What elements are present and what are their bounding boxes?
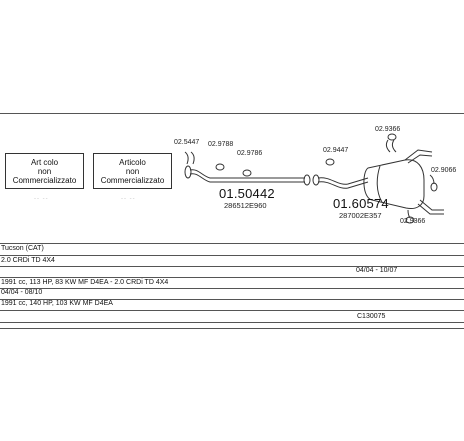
- engine-line-1: 2.0 CRDi TD 4X4: [1, 257, 55, 264]
- diagram-bottom-rule: [0, 243, 464, 244]
- part-code-1: 02.5447: [174, 139, 200, 146]
- box-line: Art colo: [30, 157, 59, 167]
- middle-pipe-inner: [189, 173, 305, 183]
- faint-mark-2: -- --: [121, 196, 136, 202]
- row-rule-3: [0, 277, 464, 278]
- row-rule-4: [0, 288, 464, 289]
- part-code-7: 02.9366: [400, 218, 426, 225]
- row-rule-6: [0, 310, 464, 311]
- rubber-c7: [405, 216, 415, 224]
- oe-number-2: 287002E357: [339, 211, 382, 220]
- box-line: Commercializzato: [12, 175, 77, 185]
- part-code-2: 02.9788: [208, 141, 234, 148]
- rubber-c5: [387, 133, 397, 141]
- rubber-c6: [430, 182, 438, 192]
- spec-line-2: 1991 cc, 140 HP, 103 KW MF D4EA: [1, 300, 113, 307]
- part-code-6: 02.9066: [431, 167, 457, 174]
- box-line: non: [125, 166, 140, 176]
- tail-pipe-upper-inner: [407, 154, 433, 164]
- row-rule-2: [0, 266, 464, 267]
- tail-pipe-lower-inner: [417, 203, 444, 215]
- part-code-5: 02.9366: [375, 126, 401, 133]
- box-line: Commercializzato: [100, 175, 165, 185]
- not-available-box-1: Art colo non Commercializzato: [5, 153, 84, 189]
- part-code-4: 02.9447: [323, 147, 349, 154]
- main-part-number-2: 01.60574: [333, 196, 389, 211]
- rear-pipe-inner: [317, 181, 369, 189]
- oe-number-1: 286512E960: [224, 201, 267, 210]
- top-rule: [0, 113, 464, 114]
- part-code-3: 02.9786: [237, 150, 263, 157]
- box-line: Articolo: [119, 157, 146, 167]
- rear-pipe: [317, 177, 369, 185]
- clamp-c3: [242, 169, 252, 177]
- clamp-c4: [325, 158, 335, 166]
- middle-pipe: [189, 169, 305, 179]
- flange-rear: [312, 174, 320, 186]
- kit-code: C130075: [357, 313, 386, 320]
- row-rule-7: [0, 322, 464, 323]
- bottom-rule: [0, 328, 464, 329]
- hanger-c1: [184, 151, 195, 165]
- faint-mark-1: -- --: [34, 196, 49, 202]
- period-1: 04/04 - 10/07: [356, 267, 398, 274]
- silencer-seam: [376, 165, 383, 203]
- flange-right: [303, 174, 311, 186]
- flange-left: [184, 165, 192, 179]
- not-available-box-2: Articolo non Commercializzato: [93, 153, 172, 189]
- row-rule-1: [0, 255, 464, 256]
- main-part-number-1: 01.50442: [219, 186, 275, 201]
- period-2: 04/04 - 08/10: [1, 289, 43, 296]
- spec-line-1: 1991 cc, 113 HP, 83 KW MF D4EA - 2.0 CRD…: [1, 279, 169, 286]
- clamp-c2: [215, 163, 225, 171]
- vehicle-model: Tucson (CAT): [1, 245, 44, 252]
- hanger-c5: [385, 139, 397, 153]
- box-line: non: [37, 166, 52, 176]
- row-rule-5: [0, 299, 464, 300]
- tail-pipe-upper: [404, 149, 433, 161]
- tail-pipe-lower: [419, 199, 444, 211]
